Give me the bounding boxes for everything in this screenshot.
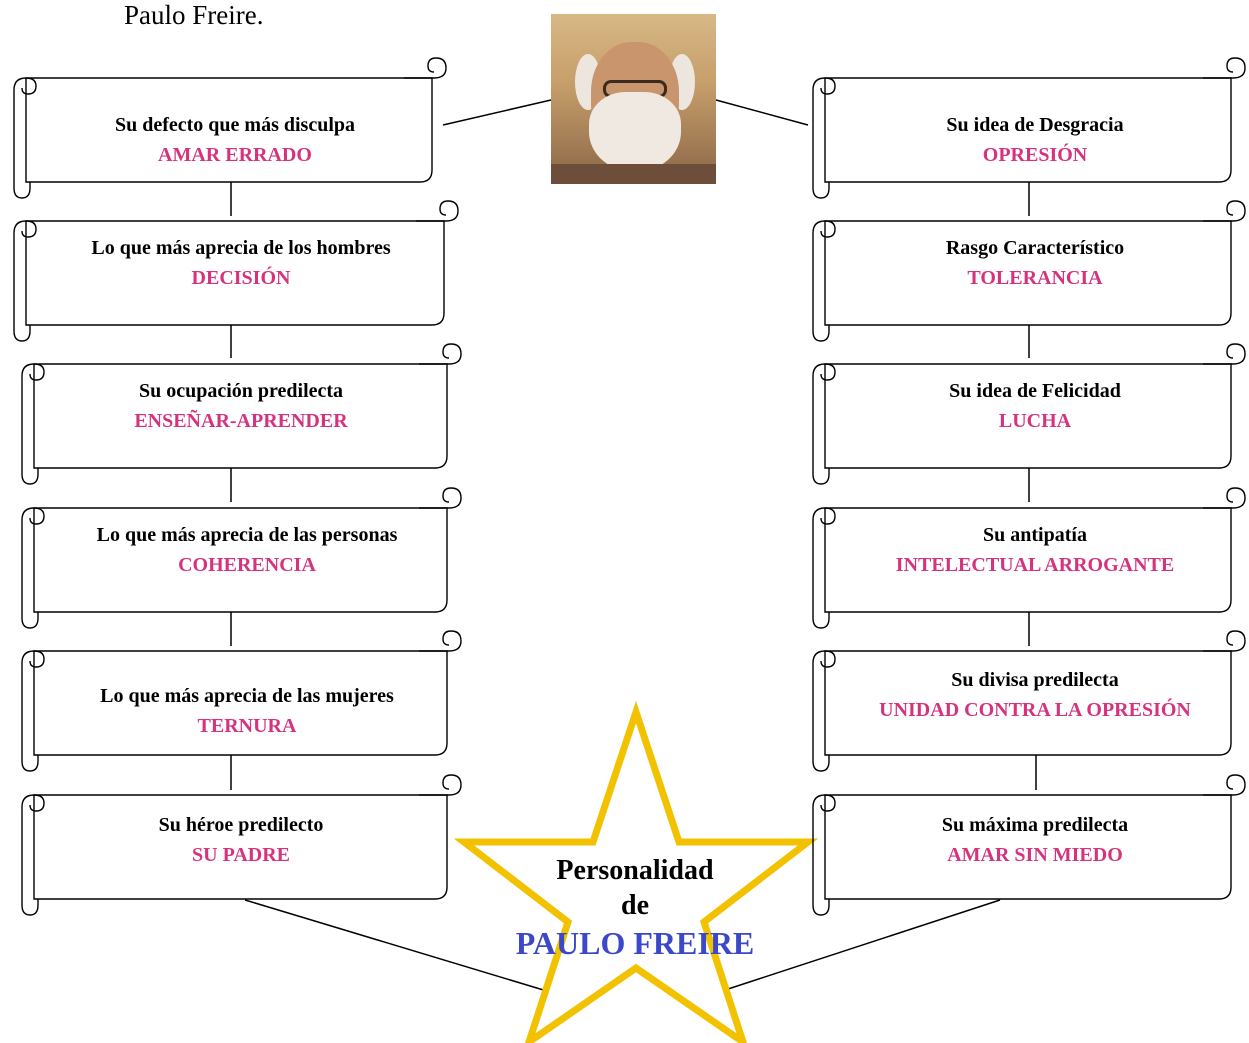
right-scroll-5: [812, 630, 1246, 772]
left-box-2-label: Lo que más aprecia de los hombres: [91, 237, 391, 259]
left-box-6-value: SU PADRE: [192, 844, 290, 866]
star-shape: [453, 700, 819, 1043]
left-box-5-label: Lo que más aprecia de las mujeres: [100, 685, 394, 707]
right-box-2: Rasgo Característico TOLERANCIA: [826, 233, 1244, 293]
right-box-1-value: OPRESIÓN: [982, 144, 1088, 166]
right-box-6: Su máxima predilecta AMAR SIN MIEDO: [826, 810, 1244, 870]
right-box-6-label: Su máxima predilecta: [941, 814, 1129, 836]
left-box-3: Su ocupación predilecta ENSEÑAR-APRENDER: [26, 376, 456, 436]
right-box-4-value: INTELECTUAL ARROGANTE: [895, 554, 1175, 576]
left-box-6: Su héroe predilecto SU PADRE: [26, 810, 456, 870]
right-box-1: Su idea de Desgracia OPRESIÓN: [826, 110, 1244, 170]
right-box-5: Su divisa predilecta UNIDAD CONTRA LA OP…: [826, 665, 1244, 725]
left-box-2-value: DECISIÓN: [191, 267, 291, 289]
left-scroll-1: [13, 57, 447, 199]
right-scroll-1: [812, 57, 1246, 199]
center-title: Personalidad de PAULO FREIRE: [480, 853, 790, 963]
left-box-2: Lo que más aprecia de los hombres DECISI…: [26, 233, 456, 293]
left-box-4: Lo que más aprecia de las personas COHER…: [38, 520, 456, 580]
right-box-4-label: Su antipatía: [983, 524, 1087, 546]
left-box-1-value: AMAR ERRADO: [158, 144, 312, 166]
right-scroll-6: [812, 774, 1246, 916]
left-box-6-label: Su héroe predilecto: [158, 814, 324, 836]
left-box-5: Lo que más aprecia de las mujeres TERNUR…: [38, 681, 456, 741]
left-box-4-label: Lo que más aprecia de las personas: [96, 524, 398, 546]
right-box-2-value: TOLERANCIA: [967, 267, 1103, 289]
right-box-5-value: UNIDAD CONTRA LA OPRESIÓN: [879, 699, 1191, 721]
center-line-1: Personalidad: [556, 855, 714, 886]
left-box-1-label: Su defecto que más disculpa: [114, 114, 356, 136]
left-scroll-3: [21, 343, 462, 485]
caption: Paulo Freire.: [124, 0, 264, 30]
right-scroll-2: [812, 200, 1246, 342]
left-scroll-5: [21, 630, 462, 772]
right-box-2-label: Rasgo Característico: [945, 237, 1125, 259]
right-box-3-label: Su idea de Felicidad: [949, 380, 1121, 402]
left-box-4-value: COHERENCIA: [178, 554, 316, 576]
center-line-2: de: [621, 890, 649, 921]
left-box-3-value: ENSEÑAR-APRENDER: [134, 410, 348, 432]
left-scroll-6: [21, 774, 462, 916]
center-line-3: PAULO FREIRE: [515, 925, 755, 961]
right-scroll-3: [812, 343, 1246, 485]
right-scroll-4: [812, 487, 1246, 629]
left-box-1: Su defecto que más disculpa AMAR ERRADO: [26, 110, 444, 170]
portrait-photo: [551, 14, 716, 184]
left-scroll-2: [13, 200, 459, 342]
right-box-6-value: AMAR SIN MIEDO: [947, 844, 1123, 866]
left-box-5-value: TERNURA: [197, 715, 297, 737]
right-box-1-label: Su idea de Desgracia: [946, 114, 1124, 136]
right-box-3: Su idea de Felicidad LUCHA: [826, 376, 1244, 436]
left-scroll-4: [21, 487, 462, 629]
right-box-3-value: LUCHA: [998, 410, 1072, 432]
right-box-5-label: Su divisa predilecta: [951, 669, 1119, 691]
right-box-4: Su antipatía INTELECTUAL ARROGANTE: [826, 520, 1244, 580]
left-box-3-label: Su ocupación predilecta: [138, 380, 344, 402]
